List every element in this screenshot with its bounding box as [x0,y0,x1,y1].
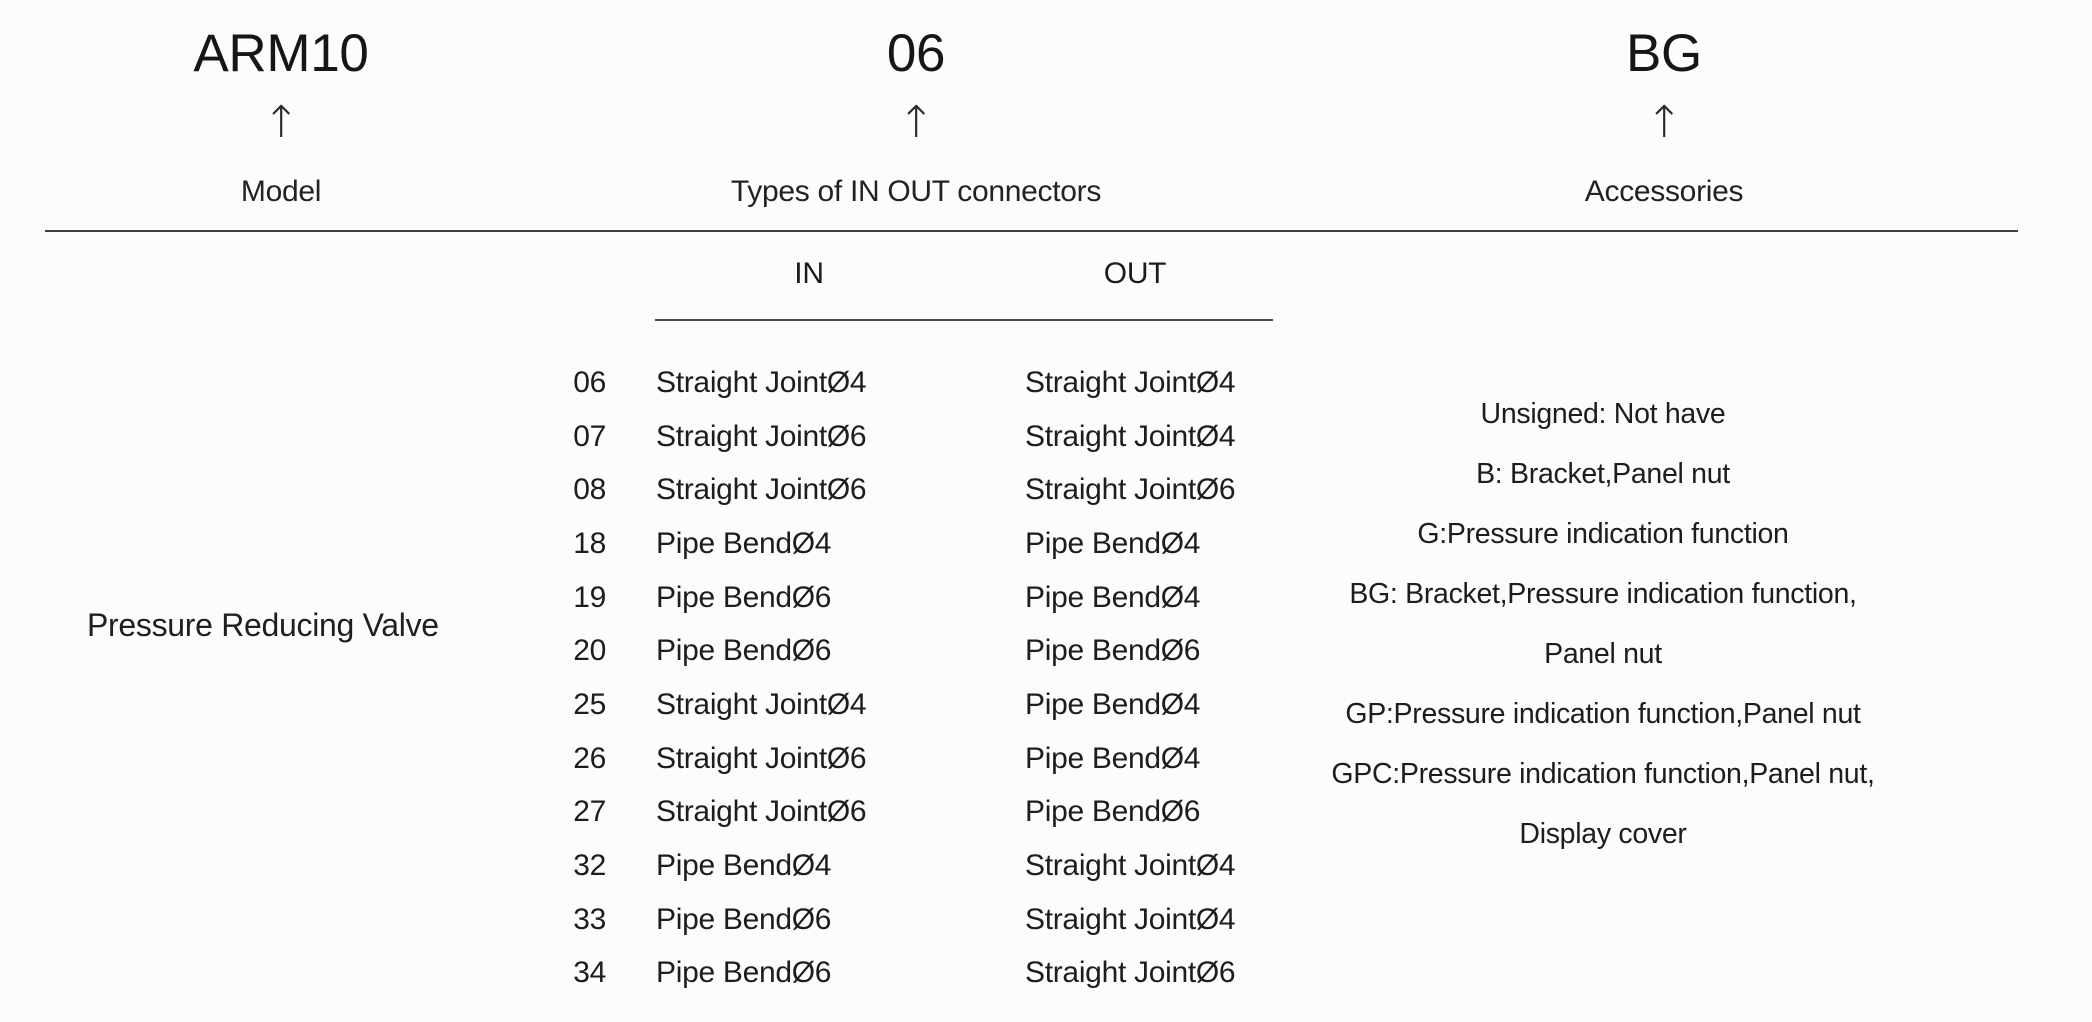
row-code: 34 [573,956,606,990]
model-code: ARM10 [193,24,369,83]
table-row: 20 Pipe BendØ6 Pipe BendØ6 [0,624,2092,678]
accessories-legend-line: G:Pressure indication function [1417,518,1789,550]
row-out-connector: Pipe BendØ4 [1025,580,1201,614]
row-code: 08 [573,473,606,507]
table-row: 32 Pipe BendØ4 Straight JointØ4 [0,839,2092,893]
accessories-legend-line: GPC:Pressure indication function,Panel n… [1331,758,1875,790]
accessories-legend-line: BG: Bracket,Pressure indication function… [1349,578,1857,610]
accessories-legend: Unsigned: Not have B: Bracket,Panel nut … [1243,384,1963,864]
row-in-connector: Pipe BendØ6 [656,634,832,668]
table-row: 27 Straight JointØ6 Pipe BendØ6 [0,786,2092,840]
row-code: 27 [573,795,606,829]
table-row: 06 Straight JointØ4 Straight JointØ4 [0,356,2092,410]
table-row: 26 Straight JointØ6 Pipe BendØ4 [0,732,2092,786]
table-row: 34 Pipe BendØ6 Straight JointØ6 [0,947,2092,1001]
accessories-legend-line: GP:Pressure indication function,Panel nu… [1345,698,1861,730]
segment-model: ARM10 ↑ Model [193,24,369,210]
row-code: 19 [573,580,606,614]
row-out-connector: Straight JointØ4 [1025,902,1236,936]
row-in-connector: Straight JointØ6 [656,741,867,775]
accessories-legend-line: Panel nut [1544,638,1662,670]
segment-label-model: Model [240,175,322,208]
connector-type-code: 06 [886,24,946,83]
row-in-connector: Pipe BendØ4 [656,526,832,560]
table-row: 25 Straight JointØ4 Pipe BendØ4 [0,678,2092,732]
row-code: 33 [573,902,606,936]
row-out-connector: Pipe BendØ4 [1025,687,1201,721]
in-out-header-underline [655,319,1273,321]
row-out-connector: Pipe BendØ6 [1025,795,1201,829]
row-in-connector: Pipe BendØ4 [656,849,832,883]
accessories-legend-line: B: Bracket,Panel nut [1476,458,1730,490]
accessories-legend-line: Display cover [1519,818,1687,850]
segment-label-connector-type: Types of IN OUT connectors [730,175,1102,208]
row-in-connector: Straight JointØ6 [656,473,867,507]
row-out-connector: Straight JointØ4 [1025,849,1236,883]
up-arrow-icon: ↑ [262,97,300,148]
row-in-connector: Straight JointØ6 [656,419,867,453]
row-out-connector: Pipe BendØ4 [1025,741,1201,775]
row-out-connector: Pipe BendØ4 [1025,526,1201,560]
row-code: 07 [573,419,606,453]
table-row: 08 Straight JointØ6 Straight JointØ6 [0,463,2092,517]
row-code: 20 [573,634,606,668]
row-in-connector: Straight JointØ4 [656,687,867,721]
row-in-connector: Pipe BendØ6 [656,902,832,936]
connector-table: 06 Straight JointØ4 Straight JointØ4 07 … [0,356,2092,1000]
segment-connector-type: 06 ↑ Types of IN OUT connectors [731,24,1101,210]
segment-label-accessories: Accessories [1584,175,1744,208]
table-row: 18 Pipe BendØ4 Pipe BendØ4 [0,517,2092,571]
row-out-connector: Straight JointØ6 [1025,473,1236,507]
row-in-connector: Straight JointØ4 [656,365,867,399]
row-code: 25 [573,687,606,721]
row-code: 32 [573,849,606,883]
table-row: 07 Straight JointØ6 Straight JointØ4 [0,410,2092,464]
row-in-connector: Straight JointØ6 [656,795,867,829]
column-header-out: OUT [1103,257,1167,290]
model-name: Pressure Reducing Valve [87,607,439,643]
up-arrow-icon: ↑ [897,97,935,148]
accessories-code: BG [1626,24,1702,83]
row-in-connector: Pipe BendØ6 [656,580,832,614]
row-out-connector: Pipe BendØ6 [1025,634,1201,668]
row-code: 06 [573,365,606,399]
column-header-in: IN [794,257,824,290]
main-divider-line [45,230,2018,232]
row-out-connector: Straight JointØ6 [1025,956,1236,990]
row-in-connector: Pipe BendØ6 [656,956,832,990]
accessories-legend-line: Unsigned: Not have [1480,398,1726,430]
table-row: 33 Pipe BendØ6 Straight JointØ4 [0,893,2092,947]
row-code: 18 [573,526,606,560]
row-out-connector: Straight JointØ4 [1025,419,1236,453]
row-code: 26 [573,741,606,775]
up-arrow-icon: ↑ [1645,97,1683,148]
row-out-connector: Straight JointØ4 [1025,365,1236,399]
table-row: 19 Pipe BendØ6 Pipe BendØ4 [0,571,2092,625]
segment-accessories: BG ↑ Accessories [1584,24,1744,210]
